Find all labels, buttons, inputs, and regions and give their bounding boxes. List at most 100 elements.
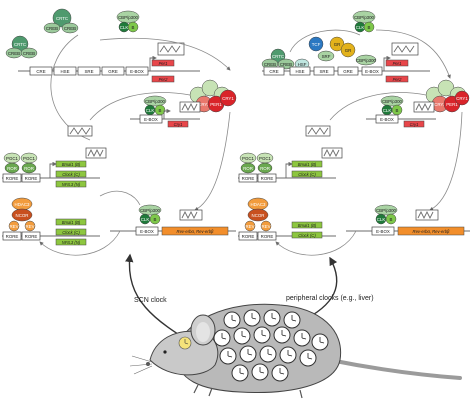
cbp-label: CBP/p300 [354, 15, 375, 20]
clock-hands [267, 349, 273, 356]
clk-label: CLK [377, 217, 386, 222]
cry1-label: CRY1 [456, 96, 468, 101]
scn-clock-label: SCN clock [134, 297, 167, 304]
clock-hands [291, 315, 297, 322]
creb-label: CREB [64, 26, 76, 31]
clk-label: CLK [146, 108, 155, 113]
clock-hands [241, 331, 247, 338]
pgc1-ror-complex: PGC1 PGC1 ROR ROR RORE RORE [238, 152, 336, 183]
per1-gene [151, 59, 175, 67]
clock-hands [259, 367, 265, 374]
nfil3-gene-label: NFIL3 (N) [62, 182, 81, 187]
clock-hands [319, 337, 325, 344]
per-cry-complex: CRY2 PER1 CRY1 [189, 79, 237, 113]
bmal-label: B [159, 108, 162, 113]
cbp-label: CBP/p300 [118, 15, 139, 20]
cbp-label: CBP/p300 [376, 208, 397, 213]
clk-label: CLK [120, 25, 129, 30]
crtc-label: CRTC [272, 54, 284, 59]
rore-label: RORE [261, 234, 274, 239]
clock-hands [287, 350, 293, 357]
crtc-creb-complex-bound: CRTC CREB CREB [5, 35, 38, 59]
clk-label: CLK [356, 25, 365, 30]
bmal1-gene-label: Bmal1 (B) [298, 223, 317, 228]
clock-hands [261, 330, 267, 337]
ebox-label: E-BOX [144, 117, 158, 122]
cbp-clk-bmal-complex: CBP/p300 CLK B [352, 10, 376, 33]
promoter-row-per: CRE HSE SRE GRE E-BOX Per1 Per2 [29, 42, 185, 83]
cry2-label: CRY2 [198, 102, 210, 107]
bmal-label: B [154, 217, 157, 222]
clock-hands [307, 353, 313, 360]
cbp-label: CBP/p300 [140, 208, 161, 213]
clock-hands [251, 313, 257, 320]
per1-label: PER1 [210, 102, 222, 107]
rev-label: REV [245, 224, 254, 229]
hdac3-label: HDAC3 [15, 202, 30, 207]
ror-label: ROR [260, 166, 270, 171]
cbp-clk-bmal-complex: CBP/p300 CLK B [116, 10, 140, 33]
cre-label: CRE [36, 69, 45, 74]
gre-label: GRE [343, 69, 353, 74]
gr-label: GR [345, 48, 352, 53]
rore-label: RORE [25, 234, 38, 239]
ebox-element [139, 114, 163, 124]
per-cry-complex: CRY2 PER1 CRY1 [425, 79, 470, 113]
clock-hands [227, 351, 233, 358]
creb-label: CREB [8, 51, 20, 56]
feedback-arrow [429, 111, 463, 211]
cry1-gene-label: Cry1 [174, 122, 183, 127]
crtc-label: CRTC [56, 16, 68, 21]
bmal1-gene-label: Bmal1 (B) [298, 162, 317, 167]
rore-label: RORE [6, 176, 19, 181]
cry1-gene [167, 120, 189, 128]
gre-element [101, 66, 125, 76]
clk-label: CLK [141, 217, 150, 222]
pgc1-label: PGC1 [242, 156, 255, 161]
ncor-label: NCOR [16, 213, 29, 218]
clock-gene-label: Clock (C) [298, 233, 316, 238]
ror-label: ROR [7, 166, 17, 171]
per2-gene-label: Per2 [159, 77, 169, 82]
bmal-label: B [368, 25, 371, 30]
sre-label: SRE [319, 69, 328, 74]
clock-hands [231, 315, 237, 322]
crtc-creb-complex-free: CRTC CREB CREB [43, 8, 79, 34]
sre-element [77, 66, 101, 76]
clock-gene-label: Clock (C) [62, 230, 80, 235]
per1-label: PER1 [446, 102, 458, 107]
crtc-label: CRTC [14, 42, 26, 47]
feedback-arrow [50, 34, 91, 141]
bmal1-gene-label: Bmal1 (B) [62, 220, 81, 225]
cbp-label: CBP/p300 [382, 99, 403, 104]
peripheral-clocks-label: peripheral clocks (e.g., liver) [286, 295, 374, 302]
reverb-gene-label: Rev-erbα, Rev-erbβ [413, 229, 451, 234]
creb-label: CREB [46, 26, 58, 31]
rore-label: RORE [25, 176, 38, 181]
rore-label: RORE [242, 234, 255, 239]
ebox-element [125, 66, 149, 76]
clock-gene-label: Clock (C) [298, 172, 316, 177]
clock-hands [271, 313, 277, 320]
reverb-gene-label: Rev-erbα, Rev-erbβ [177, 229, 215, 234]
rore-label: RORE [242, 176, 255, 181]
per2-gene [151, 75, 175, 83]
rev-label: REV [261, 224, 270, 229]
ror-label: ROR [24, 166, 34, 171]
clock-hands [301, 333, 307, 340]
per1-gene-label: Per1 [159, 61, 168, 66]
feedback-arrow [329, 92, 427, 121]
clock-hands [239, 368, 245, 375]
ebox-label: E-BOX [380, 117, 394, 122]
feedback-arrow [289, 29, 361, 53]
reverb-gene [161, 226, 229, 236]
mouse-illustration [129, 303, 462, 399]
per2-gene-label: Per2 [393, 77, 403, 82]
bmal-label: B [390, 217, 393, 222]
creb-protein [61, 22, 79, 34]
clock-hands [221, 333, 227, 340]
creb-label: CREB [23, 51, 35, 56]
per1-gene-label: Per1 [393, 61, 402, 66]
ebox-label: E-BOX [376, 229, 390, 234]
